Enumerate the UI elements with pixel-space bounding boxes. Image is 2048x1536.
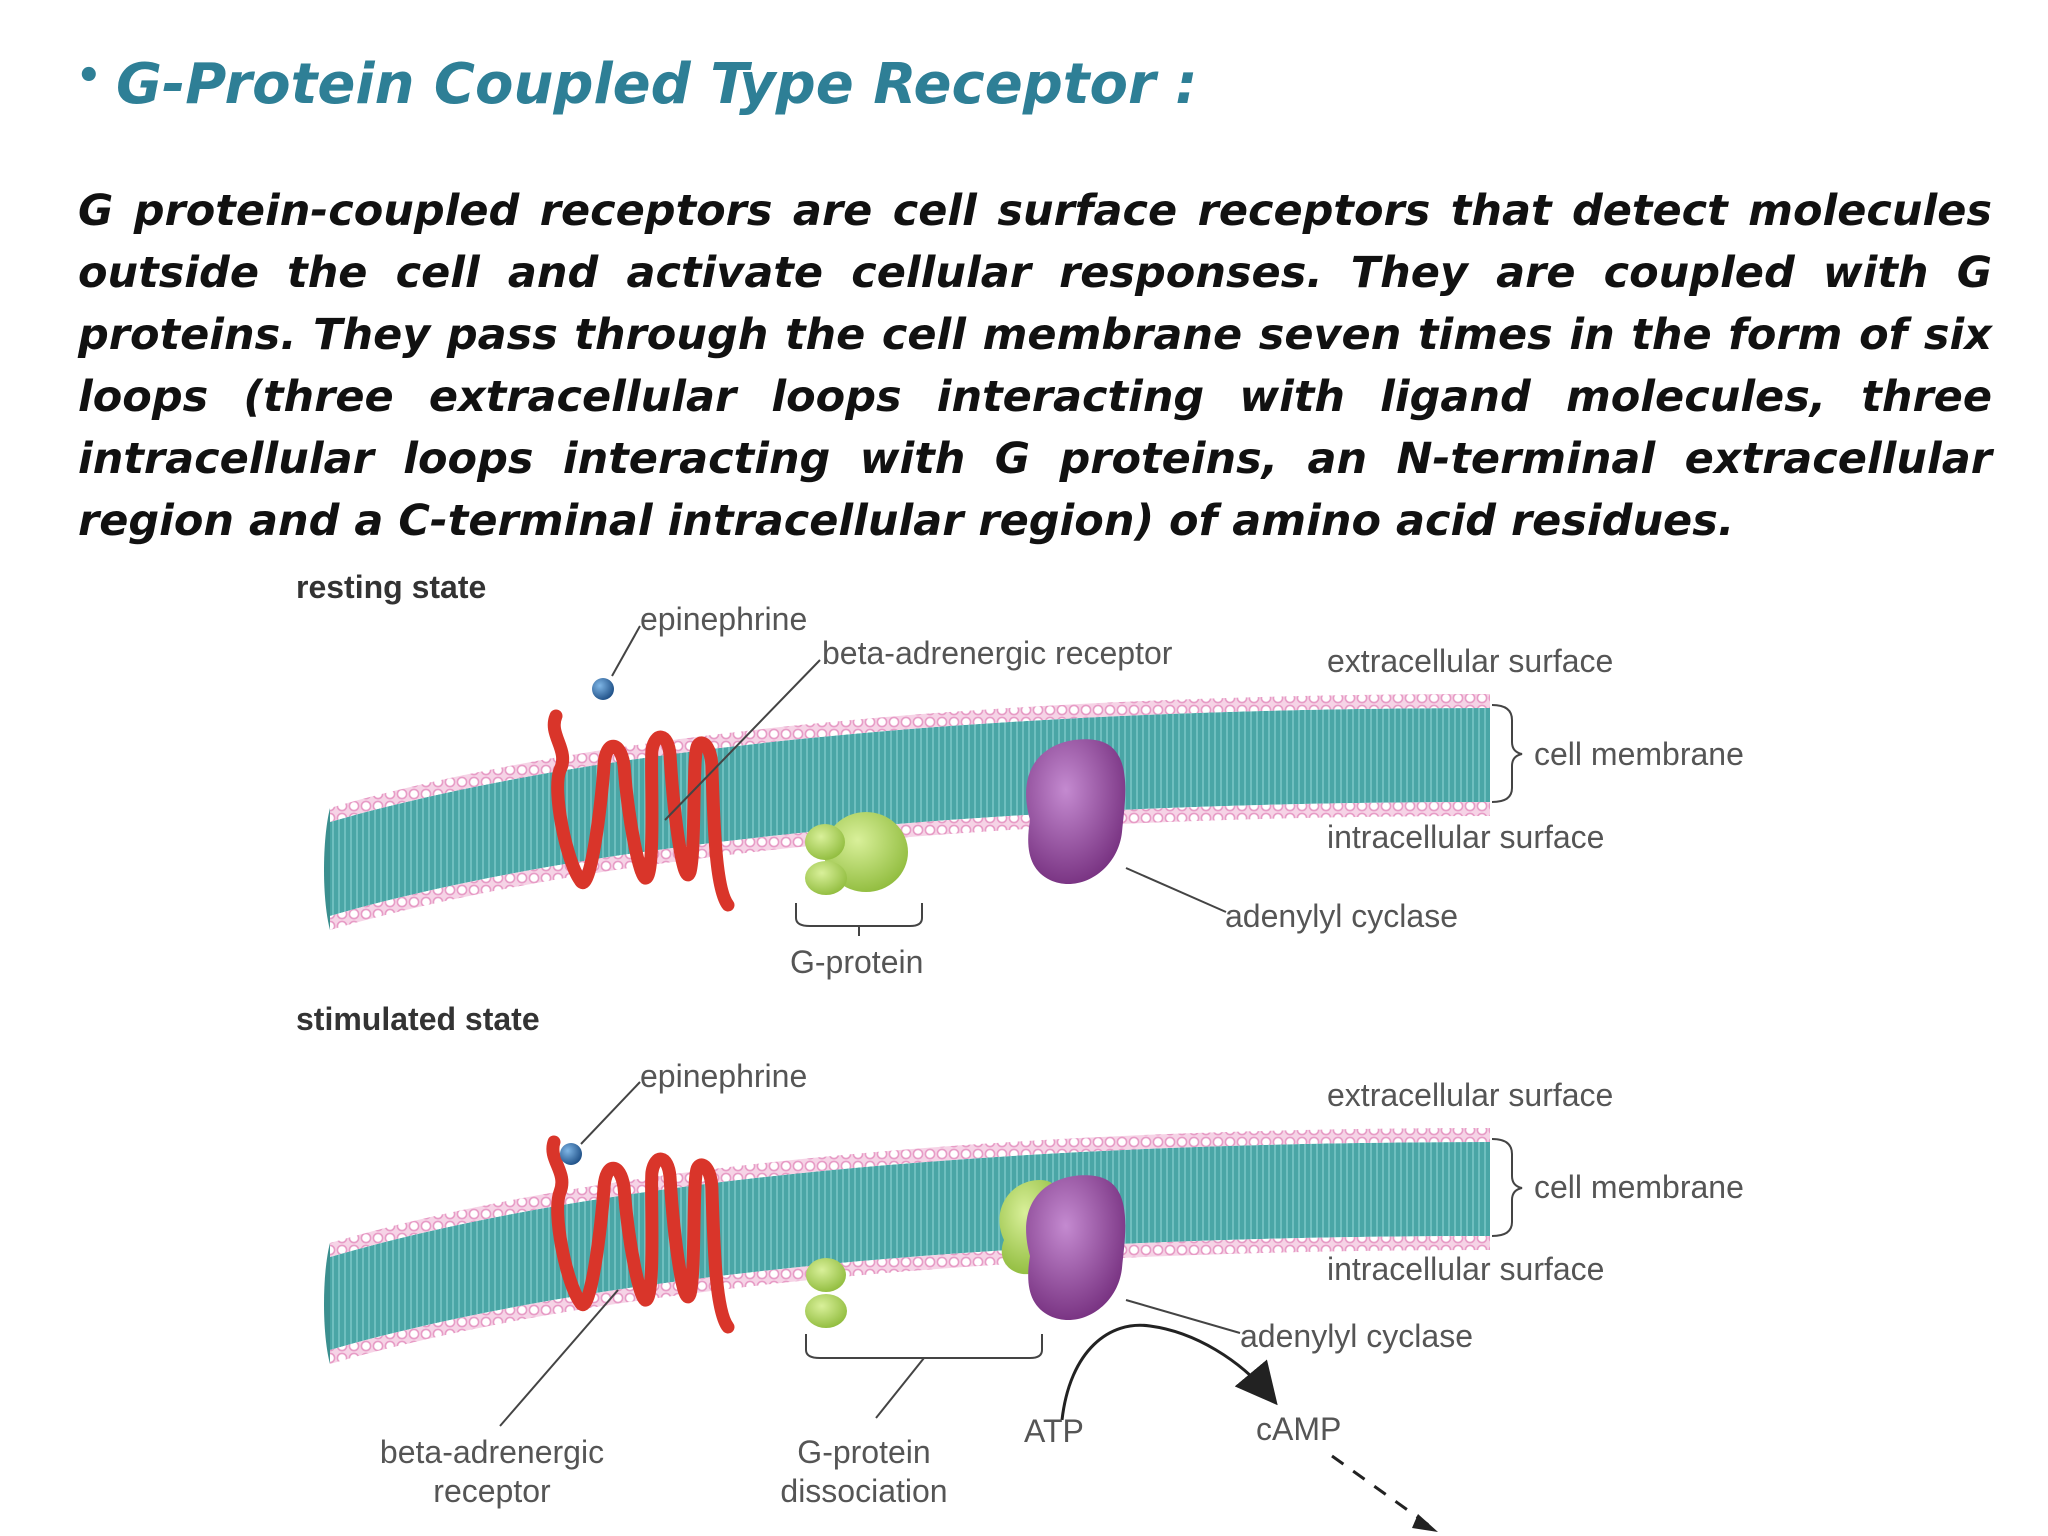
resting-receptor-label: beta-adrenergic receptor [822, 635, 1173, 671]
resting-epinephrine-dot [592, 678, 614, 700]
stimulated-adenylyl-cyclase [1026, 1175, 1126, 1321]
stimulated-cyclase-label: adenylyl cyclase [1240, 1318, 1473, 1354]
resting-adenylyl-cyclase [1026, 739, 1126, 885]
resting-panel: resting state epinephrine beta-adrenergi… [296, 569, 1744, 980]
stimulated-gprotein-label-2: dissociation [780, 1473, 947, 1509]
resting-cyclase-leader [1125, 867, 1227, 913]
resting-membrane [324, 694, 1490, 930]
stimulated-gprotein-bracket [805, 1334, 1043, 1359]
resting-gprotein-bracket [795, 903, 923, 927]
stimulated-intracellular-label: intracellular surface [1327, 1251, 1604, 1287]
resting-membrane-brace [1491, 704, 1523, 803]
camp-label: cAMP [1256, 1411, 1341, 1447]
stimulated-receptor-leader [499, 1289, 619, 1427]
resting-intracellular-label: intracellular surface [1327, 819, 1604, 855]
stimulated-epinephrine-dot [560, 1143, 582, 1165]
atp-label: ATP [1024, 1413, 1084, 1449]
camp-dashed-arrow [1331, 1454, 1431, 1528]
resting-membrane-label: cell membrane [1534, 736, 1744, 772]
stimulated-receptor [546, 1135, 735, 1334]
stimulated-cyclase-leader [1125, 1299, 1241, 1334]
atp-camp-arrow [1060, 1323, 1278, 1421]
stimulated-epinephrine-label: epinephrine [640, 1058, 807, 1094]
stimulated-g-protein-beta-gamma [805, 1258, 847, 1328]
slide-title: • G-Protein Coupled Type Receptor : [76, 52, 1198, 117]
resting-gprotein-label: G-protein [790, 944, 923, 980]
body-paragraph: G protein-coupled receptors are cell sur… [78, 186, 1992, 546]
resting-receptor [547, 709, 735, 912]
resting-g-protein [805, 812, 908, 895]
stimulated-epinephrine-leader [580, 1081, 641, 1145]
title-text: G-Protein Coupled Type Receptor : [116, 52, 1198, 117]
stimulated-membrane-label: cell membrane [1534, 1169, 1744, 1205]
resting-epinephrine-leader [611, 625, 641, 677]
stimulated-receptor-label-2: receptor [433, 1473, 551, 1509]
resting-epinephrine-label: epinephrine [640, 601, 807, 637]
stimulated-extracellular-label: extracellular surface [1327, 1077, 1613, 1113]
resting-cyclase-label: adenylyl cyclase [1225, 898, 1458, 934]
title-bullet: • [76, 53, 102, 99]
gpcr-figure: resting state epinephrine beta-adrenergi… [0, 560, 2048, 1536]
stimulated-panel: stimulated state epinephrine adenylyl cy… [296, 1001, 1744, 1532]
resting-receptor-leader [664, 659, 821, 821]
stimulated-state-label: stimulated state [296, 1001, 540, 1037]
resting-extracellular-label: extracellular surface [1327, 643, 1613, 679]
resting-state-label: resting state [296, 569, 486, 605]
stimulated-gprotein-label-1: G-protein [797, 1434, 930, 1470]
stimulated-receptor-label-1: beta-adrenergic [380, 1434, 604, 1470]
stimulated-membrane-brace [1491, 1138, 1523, 1237]
